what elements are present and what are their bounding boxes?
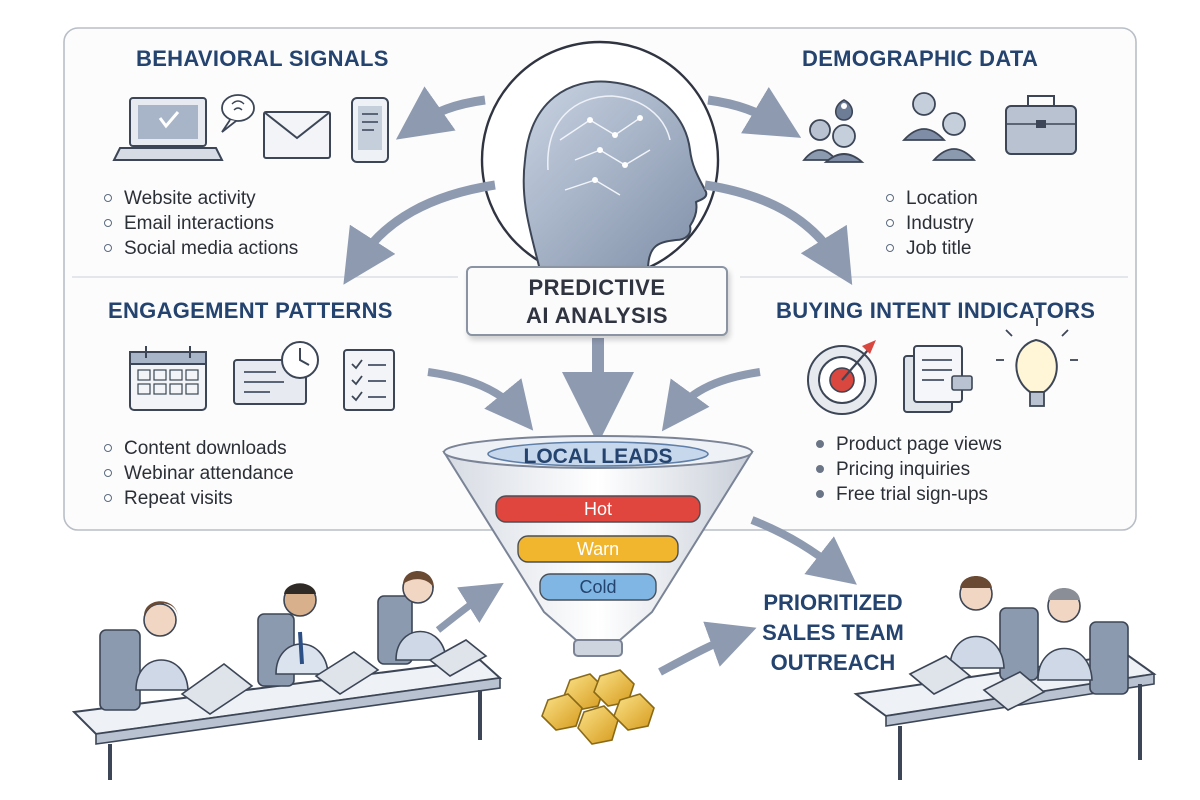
funnel-tier-hot [495,495,701,523]
ai-brain-head-icon [480,40,720,280]
center-line-1: PREDICTIVE [528,275,666,300]
arrow-to-engagement [343,180,496,285]
list-item: Pricing inquiries [814,457,1002,482]
predictive-ai-analysis-box: PREDICTIVE AI ANALYSIS [466,266,728,336]
engagement-patterns-heading: ENGAGEMENT PATTERNS [108,298,393,323]
documents-icon [903,345,973,413]
prioritized-outreach-label: PRIORITIZED SALES TEAM OUTREACH [748,588,918,678]
list-item: Email interactions [102,211,298,236]
behavioral-signals-list: Website activity Email interactions Soci… [102,186,298,261]
envelope-icon [263,111,331,159]
arrow-funnel-to-team-right [658,621,757,676]
funnel-tier-cold-label: Cold [579,577,616,597]
smartphone-icon [351,97,389,163]
list-item: Job title [884,236,978,261]
laptop-icon [112,97,224,161]
list-item: Industry [884,211,978,236]
arrow-team-left-up [435,582,504,633]
briefcase-icon [1005,95,1077,155]
left-sales-team [71,570,503,780]
funnel-title: LOCAL LEADS [524,445,673,468]
lightbulb-icon [996,318,1078,407]
funnel-tier-cold [539,573,657,601]
buying-intent-list: Product page views Pricing inquiries Fre… [814,432,1002,507]
location-pin-people-icon [802,99,865,163]
arrow-engagement-to-funnel [427,368,534,431]
demographic-data-list: Location Industry Job title [884,186,978,261]
list-item: Social media actions [102,236,298,261]
center-line-2: AI ANALYSIS [525,303,668,328]
checklist-icon [343,349,395,411]
list-item: Repeat visits [102,486,294,511]
target-icon [807,340,877,415]
people-icon [901,92,977,161]
list-item: Free trial sign-ups [814,482,1002,507]
chat-bubble-icon [221,94,255,133]
arrow-to-behavioral [395,86,486,140]
demographic-data-heading: DEMOGRAPHIC DATA [802,46,1039,71]
funnel-tier-warm [517,535,679,563]
funnel-tier-warm-label: Warn [577,539,619,559]
arrow-funnel-to-outreach [750,516,857,585]
buying-intent-heading: BUYING INTENT INDICATORS [776,298,1096,323]
gold-leads-icon [541,669,655,745]
list-item: Webinar attendance [102,461,294,486]
list-item: Product page views [814,432,1002,457]
arrow-to-demographic [707,86,802,138]
outreach-line-1: PRIORITIZED [763,590,903,615]
engagement-patterns-list: Content downloads Webinar attendance Rep… [102,436,294,511]
arrow-to-intent [704,180,853,285]
arrow-intent-to-funnel [661,368,761,432]
right-sales-team [853,576,1157,780]
list-item: Content downloads [102,436,294,461]
behavioral-signals-heading: BEHAVIORAL SIGNALS [136,46,389,71]
list-item: Website activity [102,186,298,211]
outreach-line-2: SALES TEAM [762,620,904,645]
list-item: Location [884,186,978,211]
document-clock-icon [233,341,319,405]
outreach-line-3: OUTREACH [770,650,896,675]
calendar-icon [129,346,207,411]
funnel-tier-hot-label: Hot [584,499,612,519]
leads-funnel: LOCAL LEADS Hot Warn Cold [442,435,754,657]
